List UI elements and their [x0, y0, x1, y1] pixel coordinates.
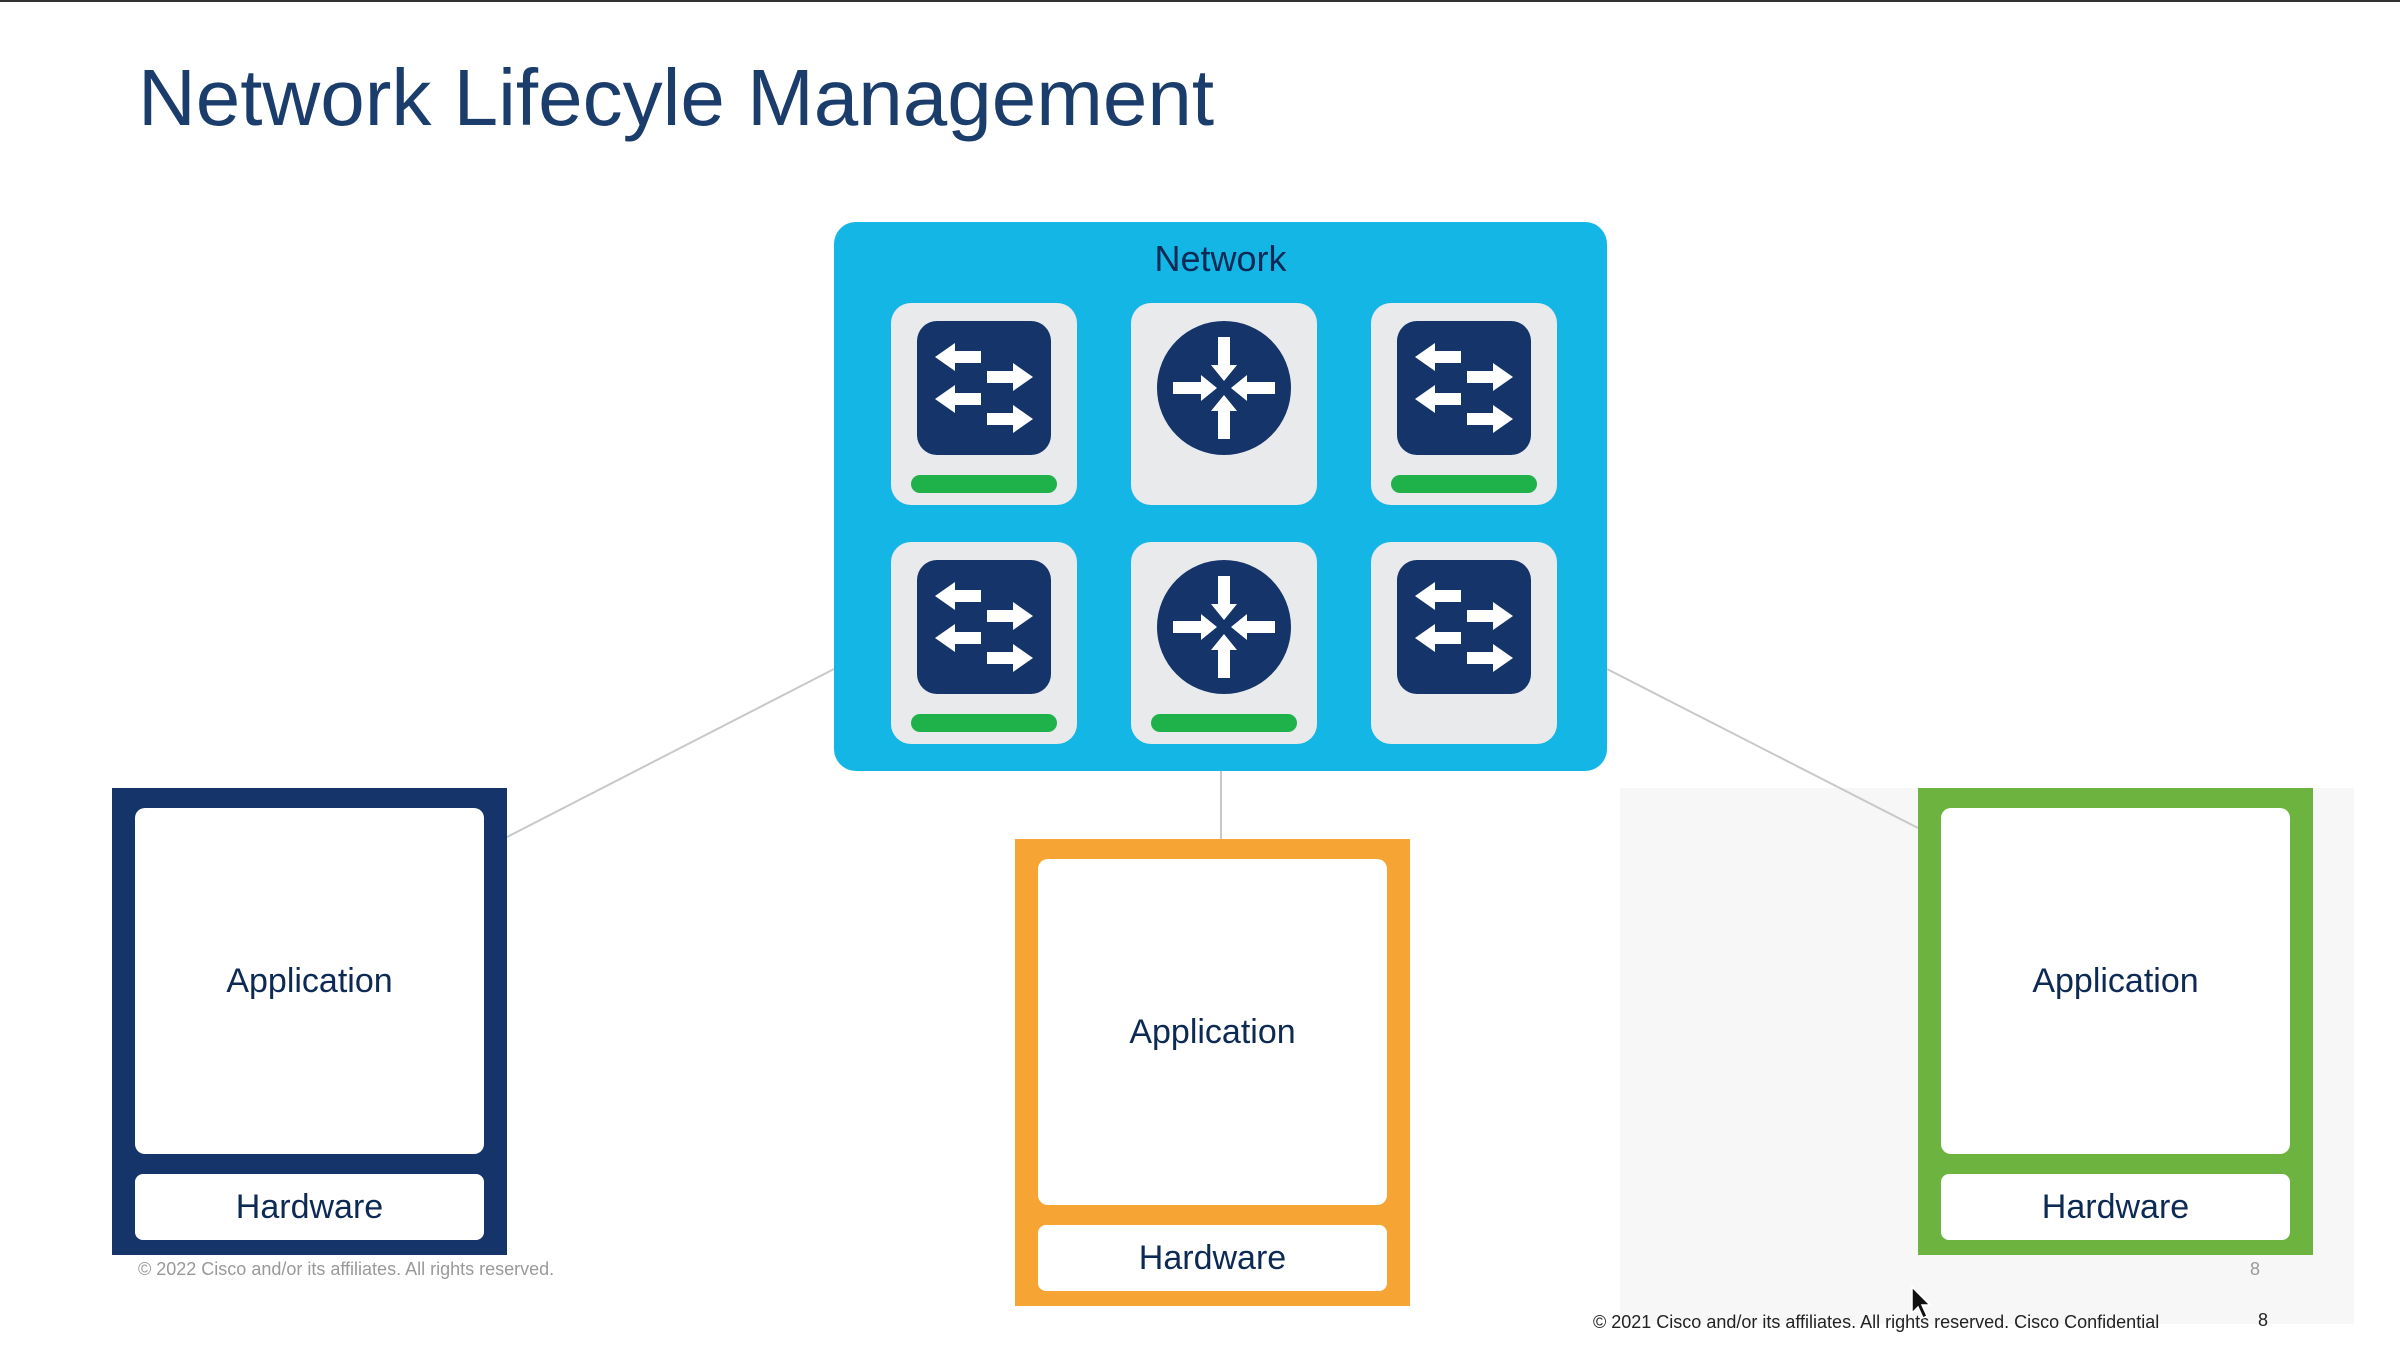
device-tile-switch	[1371, 303, 1557, 505]
stack-middle: Application Hardware	[1015, 839, 1410, 1306]
top-border	[0, 0, 2400, 2]
switch-icon	[1397, 560, 1531, 694]
switch-icon	[917, 560, 1051, 694]
mouse-cursor-icon	[1911, 1285, 1932, 1320]
status-bar	[1391, 475, 1537, 493]
application-layer: Application	[1941, 808, 2290, 1154]
network-label: Network	[1154, 238, 1287, 279]
slide-title: Network Lifecyle Management	[138, 53, 1215, 142]
page-number-ghost: 8	[2250, 1259, 2261, 1279]
switch-icon	[917, 321, 1051, 455]
stack-left: Application Hardware	[112, 788, 507, 1255]
connector-right	[1606, 668, 1919, 829]
application-layer: Application	[1038, 859, 1387, 1205]
device-tile-switch	[891, 542, 1077, 744]
application-layer: Application	[135, 808, 484, 1154]
copyright-left: © 2022 Cisco and/or its affiliates. All …	[138, 1259, 555, 1279]
copyright-right: © 2021 Cisco and/or its affiliates. All …	[1593, 1312, 2160, 1332]
stack-right: Application Hardware	[1918, 788, 2313, 1255]
hardware-layer: Hardware	[135, 1174, 484, 1240]
device-tile-router	[1131, 542, 1317, 744]
device-tile-router	[1131, 303, 1317, 505]
hardware-layer: Hardware	[1941, 1174, 2290, 1240]
router-icon	[1157, 560, 1291, 694]
status-bar	[911, 714, 1057, 732]
device-tile-switch	[1371, 542, 1557, 744]
page-number: 8	[2258, 1310, 2269, 1330]
switch-icon	[1397, 321, 1531, 455]
status-bar	[911, 475, 1057, 493]
router-icon	[1157, 321, 1291, 455]
status-bar	[1151, 714, 1297, 732]
device-tile-switch	[891, 303, 1077, 505]
hardware-layer: Hardware	[1038, 1225, 1387, 1291]
connector-left	[506, 668, 835, 838]
network-panel: Network	[834, 222, 1607, 771]
